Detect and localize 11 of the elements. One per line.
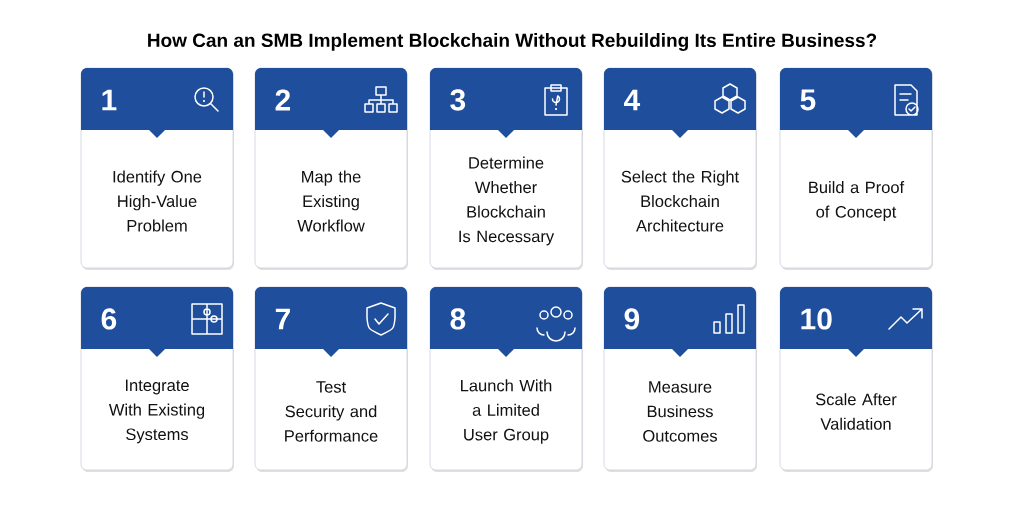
step-card: 10 Scale After Validation <box>779 286 933 472</box>
step-card: 8 Launch With a Limited User Group <box>429 286 583 472</box>
step-card: 6 Integrate With Existing Systems <box>80 286 234 472</box>
step-card: 2 Map the Existing Workflow <box>254 67 408 270</box>
step-card: 7 Test Security and Performance <box>254 286 408 472</box>
step-card: 5 Build a Proof of Concept <box>779 67 933 270</box>
step-card: 1 Identify One High-Value Problem <box>80 67 234 270</box>
step-card: 4 Select the Right Blockchain Architecture <box>603 67 757 270</box>
title: How Can an SMB Implement Blockchain Without Rebuilding Its Entire Business? <box>148 33 877 51</box>
step-card: 3 Determine Whether Blockchain Is Necessary <box>429 67 583 270</box>
step-card: 9 Measure Business Outcomes <box>603 286 757 472</box>
